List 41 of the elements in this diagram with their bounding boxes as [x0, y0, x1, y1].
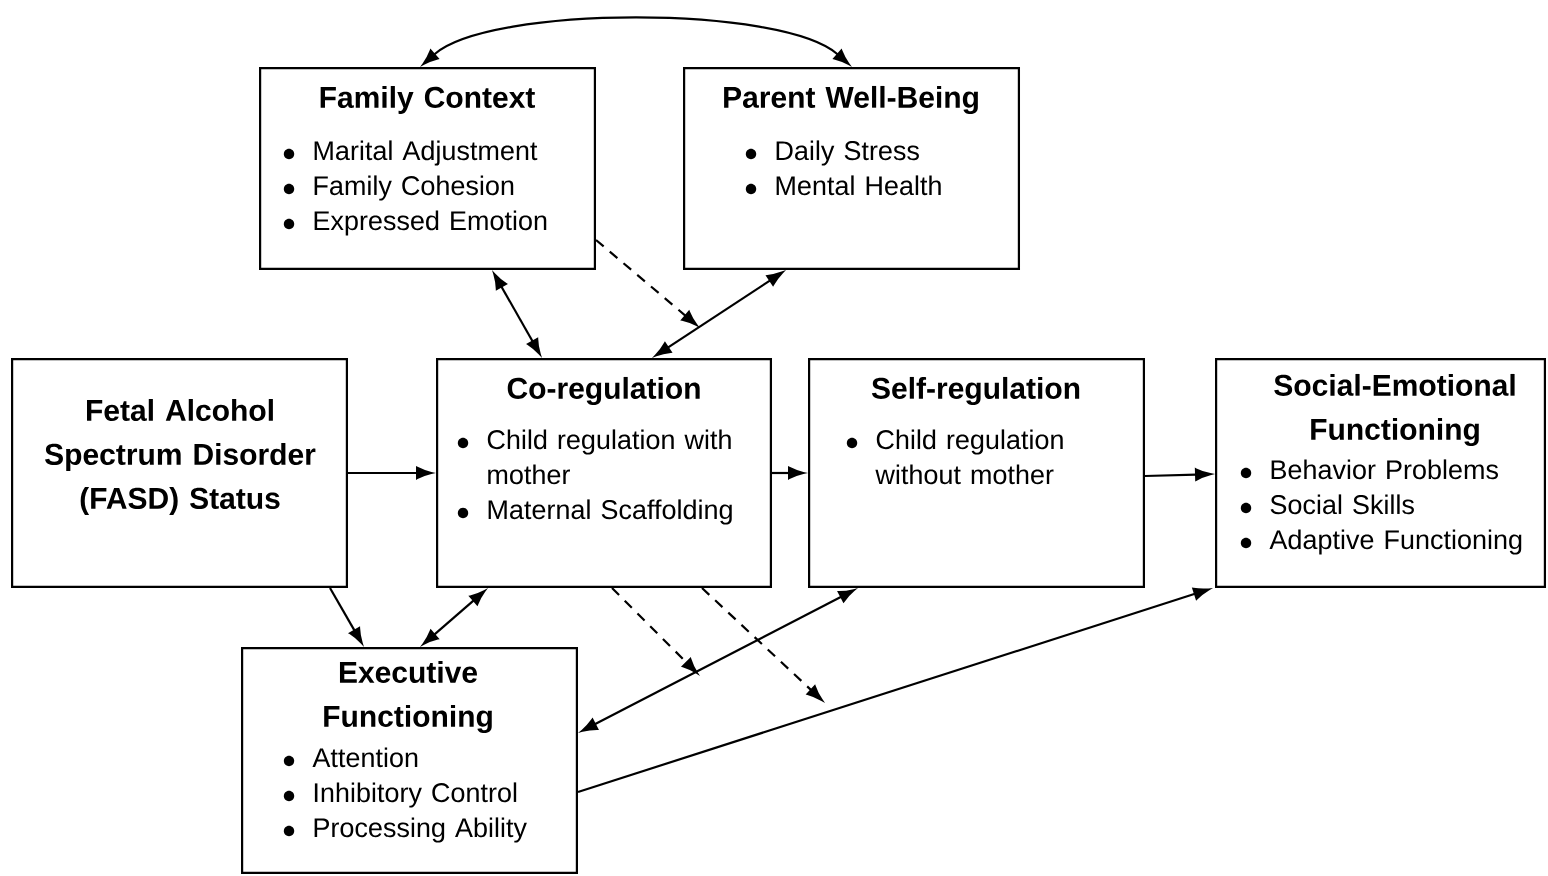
concept-box: [683, 67, 1020, 270]
arrow: [493, 273, 541, 355]
arrow: [422, 16, 850, 65]
bullet-item: Inhibitory Control: [314, 782, 517, 808]
bullet-item: Expressed Emotion: [314, 210, 547, 236]
arrow: [577, 587, 1210, 794]
concept-box: [1215, 358, 1546, 588]
box-heading: Fetal Alcohol Spectrum Disorder (FASD) Status: [45, 399, 316, 515]
arrow: [422, 590, 486, 645]
concept-box: [11, 358, 348, 588]
concept-box: [241, 647, 578, 874]
bullet-item: Attention: [312, 747, 418, 768]
bullet-item: Marital Adjustment: [314, 140, 538, 166]
bullet-item: Adaptive Functioning: [1269, 529, 1522, 555]
bullet-item: Mental Health: [776, 175, 941, 196]
arrow: [1144, 468, 1212, 481]
box-heading: Social-Emotional Functioning: [1274, 373, 1515, 447]
box-heading: Executive Functioning: [324, 660, 492, 734]
box-heading: Parent Well-Being: [724, 85, 978, 115]
dashed-arrow: [611, 587, 698, 674]
bullet-item: Family Cohesion: [314, 175, 514, 201]
dashed-arrow: [701, 587, 823, 701]
arrow: [329, 587, 363, 644]
box-heading: Self-regulation: [871, 376, 1080, 406]
bullet-item: Maternal Scaffolding: [488, 499, 732, 525]
bullet-item: Behavior Problems: [1271, 459, 1498, 480]
concept-box: [808, 358, 1145, 588]
box-heading: Family Context: [320, 86, 535, 114]
dashed-arrow: [595, 239, 698, 326]
concept-box: [436, 358, 772, 588]
arrow: [772, 466, 805, 480]
arrow: [348, 466, 433, 480]
box-heading: Co-regulation: [507, 376, 700, 406]
bullet-item: Child regulation with mother: [487, 429, 731, 485]
concept-box: [259, 67, 596, 270]
arrow: [581, 589, 855, 732]
arrow: [654, 271, 784, 357]
bullet-item: Social Skills: [1270, 494, 1414, 515]
bullet-item: Processing Ability: [314, 817, 527, 843]
bullet-item: Daily Stress: [776, 140, 919, 166]
bullet-item: Child regulation without mother: [875, 429, 1063, 485]
